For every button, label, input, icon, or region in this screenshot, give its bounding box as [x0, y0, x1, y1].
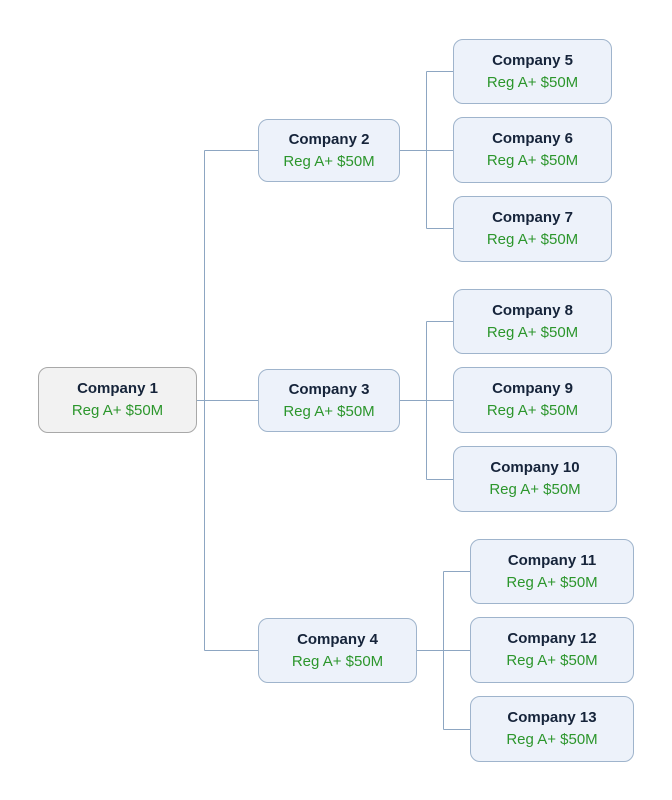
- node-name: Company 2: [288, 130, 370, 148]
- node-name: Company 6: [492, 130, 573, 147]
- node-name: Company 12: [507, 630, 597, 647]
- node-company-11: Company 11 Reg A+ $50M: [470, 539, 634, 604]
- connector-company-3-branch: [399, 321, 454, 480]
- node-name: Company 1: [77, 380, 158, 397]
- node-company-8: Company 8 Reg A+ $50M: [453, 289, 612, 354]
- node-name: Company 10: [490, 459, 580, 476]
- node-name: Company 8: [492, 301, 573, 319]
- node-detail: Reg A+ $50M: [283, 152, 375, 170]
- node-name: Company 9: [492, 380, 573, 397]
- node-company-12: Company 12 Reg A+ $50M: [470, 617, 634, 683]
- connector-company-2-branch: [399, 71, 454, 229]
- node-detail: Reg A+ $50M: [486, 73, 579, 91]
- node-detail: Reg A+ $50M: [486, 231, 579, 248]
- node-detail: Reg A+ $50M: [486, 323, 579, 341]
- node-detail: Reg A+ $50M: [506, 573, 598, 591]
- node-detail: Reg A+ $50M: [486, 152, 579, 169]
- connector-root-trunk: [196, 150, 259, 651]
- node-company-3: Company 3 Reg A+ $50M: [258, 369, 400, 432]
- node-company-10: Company 10 Reg A+ $50M: [453, 446, 617, 512]
- node-name: Company 7: [492, 209, 573, 226]
- node-company-6: Company 6 Reg A+ $50M: [453, 117, 612, 183]
- node-company-9: Company 9 Reg A+ $50M: [453, 367, 612, 433]
- node-company-5: Company 5 Reg A+ $50M: [453, 39, 612, 104]
- connector-company-4-branch: [416, 571, 471, 730]
- node-company-4: Company 4 Reg A+ $50M: [258, 618, 417, 683]
- node-company-13: Company 13 Reg A+ $50M: [470, 696, 634, 762]
- node-detail: Reg A+ $50M: [489, 481, 581, 498]
- node-company-1: Company 1 Reg A+ $50M: [38, 367, 197, 433]
- node-detail: Reg A+ $50M: [283, 402, 375, 420]
- node-detail: Reg A+ $50M: [506, 731, 598, 748]
- node-detail: Reg A+ $50M: [71, 402, 164, 419]
- node-name: Company 3: [288, 380, 370, 398]
- node-detail: Reg A+ $50M: [291, 652, 384, 670]
- node-detail: Reg A+ $50M: [506, 652, 598, 669]
- node-name: Company 5: [492, 51, 573, 69]
- node-name: Company 11: [507, 551, 597, 569]
- node-company-7: Company 7 Reg A+ $50M: [453, 196, 612, 262]
- node-company-2: Company 2 Reg A+ $50M: [258, 119, 400, 182]
- node-name: Company 4: [297, 630, 378, 648]
- node-name: Company 13: [507, 709, 597, 726]
- node-detail: Reg A+ $50M: [486, 402, 579, 419]
